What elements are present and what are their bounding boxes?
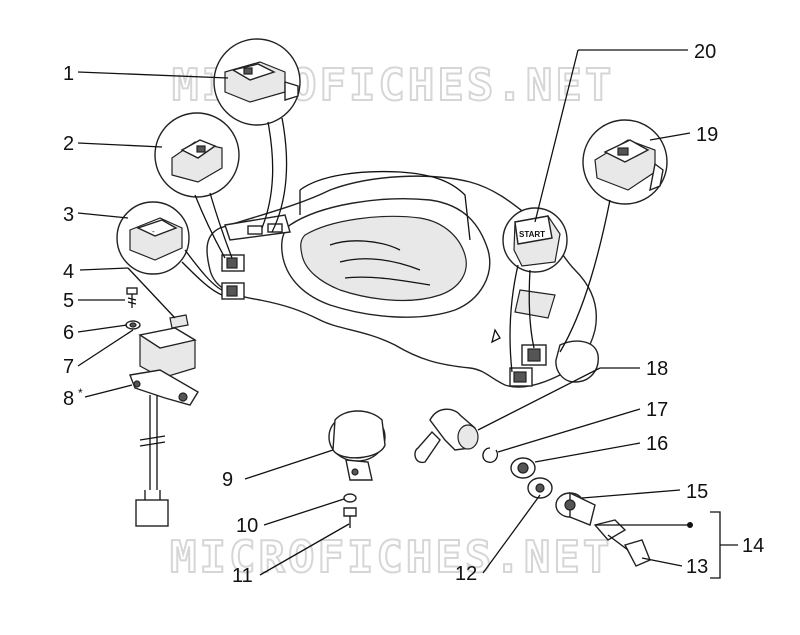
watermark-bottom: MICROFICHES.NET bbox=[170, 532, 612, 583]
callout-17: 17 bbox=[646, 399, 668, 421]
ignition-switch-18 bbox=[414, 408, 479, 464]
asterisk-mark: * bbox=[78, 386, 83, 400]
callout-3: 3 bbox=[63, 204, 74, 226]
relay-8 bbox=[129, 327, 199, 527]
key-13 bbox=[623, 539, 651, 567]
washer-10 bbox=[343, 493, 357, 503]
callout-20: 20 bbox=[694, 41, 716, 63]
callout-14: 14 bbox=[742, 535, 764, 557]
callout-1: 1 bbox=[63, 63, 74, 85]
callout-6: 6 bbox=[63, 322, 74, 344]
bushing-16 bbox=[510, 457, 536, 479]
switch-19-inset bbox=[559, 119, 668, 353]
start-button-label: START bbox=[519, 230, 545, 239]
callout-9: 9 bbox=[222, 469, 233, 491]
callout-13: 13 bbox=[686, 556, 708, 578]
horn-symbol: ‐ bbox=[152, 227, 155, 236]
switch-1-inset bbox=[213, 38, 301, 233]
callout-12: 12 bbox=[455, 563, 477, 585]
callout-15: 15 bbox=[686, 481, 708, 503]
circlip-17 bbox=[482, 447, 499, 463]
screw-5 bbox=[126, 287, 138, 308]
callout-16: 16 bbox=[646, 433, 668, 455]
callout-11: 11 bbox=[232, 565, 253, 587]
clip-part bbox=[169, 314, 189, 329]
callout-7: 7 bbox=[63, 356, 74, 378]
callout-10: 10 bbox=[236, 515, 258, 537]
callout-4: 4 bbox=[63, 261, 74, 283]
switch-2-inset bbox=[154, 112, 240, 259]
leader-lines bbox=[77, 49, 738, 579]
callout-labels: 1 2 3 4 5 6 7 8 * 9 10 11 12 13 14 15 16… bbox=[63, 41, 764, 587]
start-switch-20-inset: START bbox=[502, 207, 568, 373]
switch-3-inset: ‐ bbox=[116, 201, 223, 296]
handlebar-cover bbox=[206, 170, 599, 388]
callout-2: 2 bbox=[63, 133, 74, 155]
washer-12 bbox=[527, 477, 553, 499]
horn-9 bbox=[328, 410, 386, 481]
callout-5: 5 bbox=[63, 290, 74, 312]
lock-housing-15 bbox=[555, 491, 596, 526]
callout-18: 18 bbox=[646, 358, 668, 380]
callout-dot bbox=[687, 522, 693, 528]
callout-8: 8 bbox=[63, 388, 74, 410]
callout-19: 19 bbox=[696, 124, 718, 146]
screw-11 bbox=[343, 507, 357, 528]
